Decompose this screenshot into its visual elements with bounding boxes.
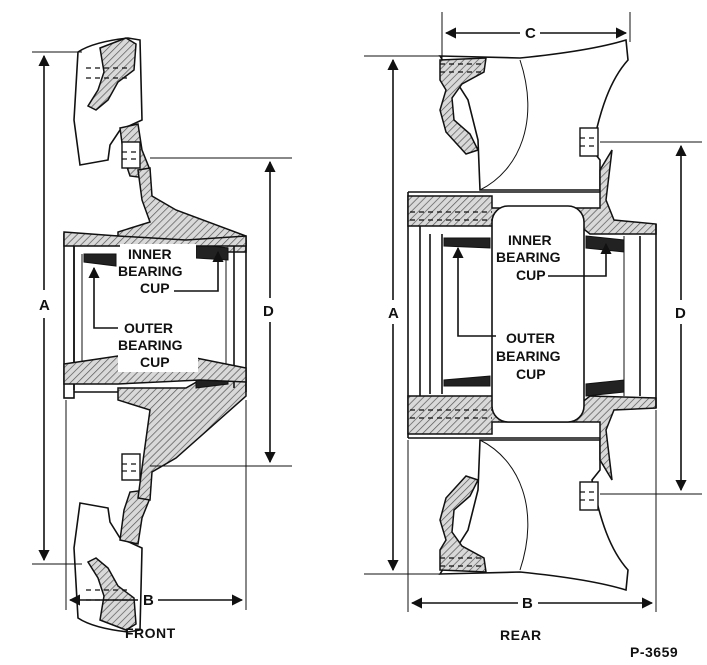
front-dim-d-label: D — [263, 303, 274, 320]
front-inner-label-line3: CUP — [140, 280, 170, 296]
front-inner-label-line1: INNER — [128, 246, 172, 262]
rear-hub: INNER BEARING CUP OUTER BEARING CUP C A — [364, 12, 702, 643]
rear-dim-b-label: B — [522, 595, 533, 612]
rear-dim-c-label: C — [525, 25, 536, 42]
rear-dimension-c: C — [441, 12, 631, 58]
rear-dimension-a: A — [364, 55, 442, 575]
rear-inner-label-line1: INNER — [508, 232, 552, 248]
front-outer-label-line2: BEARING — [118, 337, 183, 353]
rear-outer-label-line1: OUTER — [506, 330, 555, 346]
front-outer-label-line1: OUTER — [124, 320, 173, 336]
front-dim-a-label: A — [39, 297, 50, 314]
rear-outer-label-line3: CUP — [516, 366, 546, 382]
rear-dim-d-label: D — [675, 305, 686, 322]
front-dimension-d: D — [150, 157, 292, 467]
front-caption: FRONT — [125, 625, 176, 641]
front-hub: INNER BEARING CUP OUTER BEARING CUP A D — [32, 37, 292, 641]
rear-dim-a-label: A — [388, 305, 399, 322]
rear-inner-label-line2: BEARING — [496, 249, 561, 265]
rear-inner-label-line3: CUP — [516, 267, 546, 283]
rear-caption: REAR — [500, 627, 542, 643]
front-dim-b-label: B — [143, 592, 154, 609]
front-dimension-a: A — [32, 51, 82, 565]
figure-id: P-3659 — [630, 644, 678, 660]
front-inner-label-line2: BEARING — [118, 263, 183, 279]
rear-rim — [438, 38, 629, 592]
rear-dimension-b: B — [407, 410, 657, 612]
rear-dimension-d: D — [600, 141, 702, 495]
rear-outer-label-line2: BEARING — [496, 348, 561, 364]
front-outer-label-line3: CUP — [140, 354, 170, 370]
rear-hub-body — [407, 149, 657, 481]
front-dimension-b: B — [65, 400, 247, 610]
